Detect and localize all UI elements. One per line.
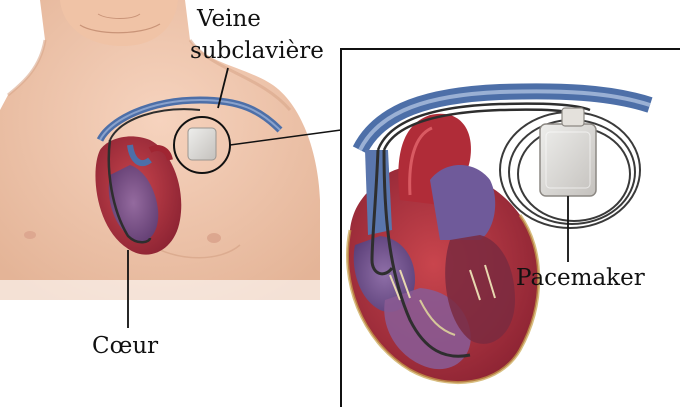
heart-illustration xyxy=(341,49,680,407)
vein-label-line2: subclavière xyxy=(190,40,324,63)
vein-label-line1: Veine xyxy=(197,8,261,31)
pacemaker-device-small xyxy=(188,128,216,160)
pacemaker-label: Pacemaker xyxy=(516,267,645,290)
heart-label: Cœur xyxy=(92,335,158,358)
